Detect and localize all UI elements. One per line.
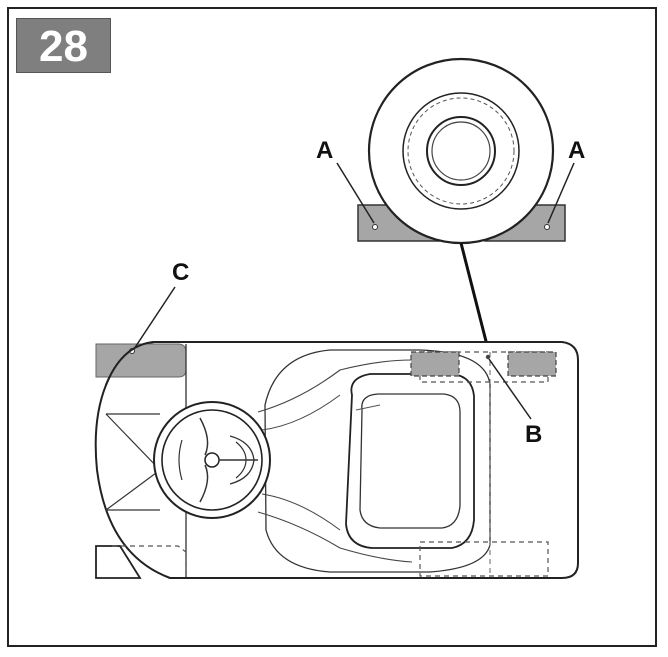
detail-connector-line [459,242,491,354]
step-number-badge: 28 [16,18,111,73]
wheel-detail: A A [316,57,585,354]
highlight-b-left [410,351,460,377]
highlight-c [95,343,187,378]
steering-wheel [153,401,271,519]
label-c: C [172,259,189,286]
label-b: B [525,421,542,448]
mower-top-view: C B [94,259,579,579]
seat [345,373,475,549]
label-a-left: A [316,137,333,164]
label-a-right: A [568,137,585,164]
tire [367,57,555,245]
highlight-b-right [507,351,557,377]
